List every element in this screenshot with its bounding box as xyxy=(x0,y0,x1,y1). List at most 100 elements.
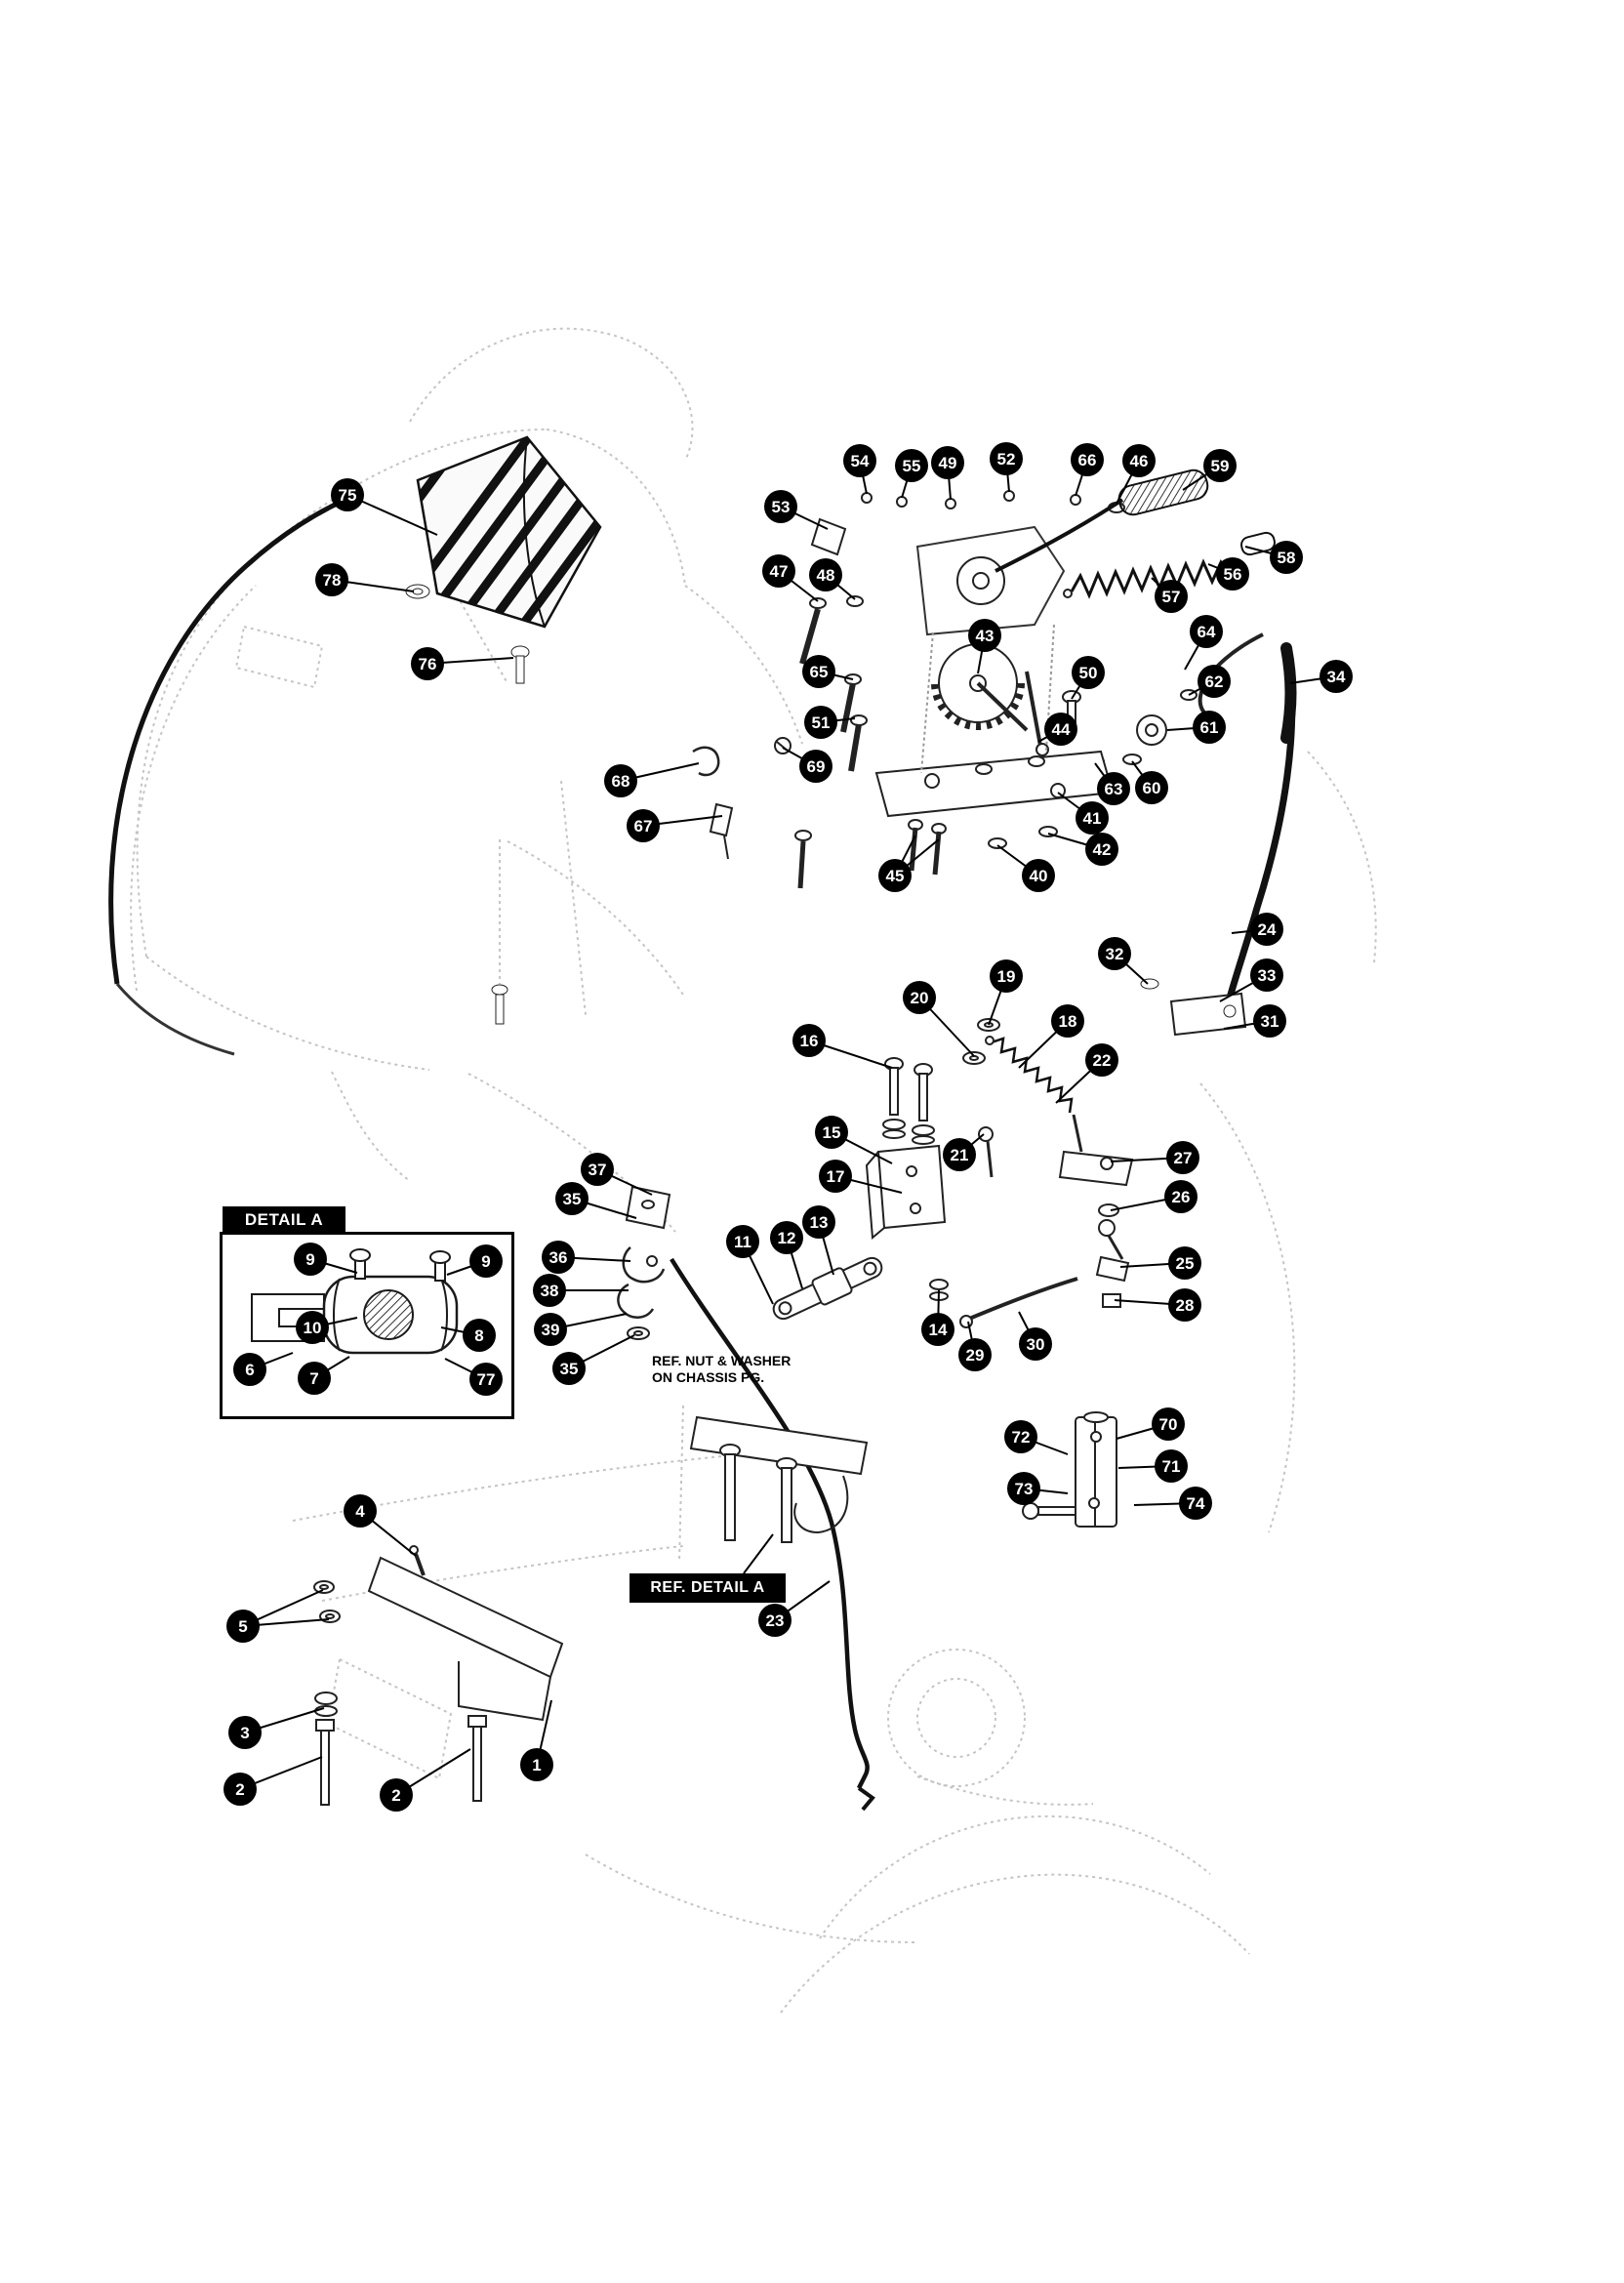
callout-8[interactable]: 8 xyxy=(463,1319,496,1352)
callout-20[interactable]: 20 xyxy=(903,981,936,1014)
left-bracket xyxy=(313,1545,564,1806)
callout-21[interactable]: 21 xyxy=(943,1138,976,1171)
callout-25[interactable]: 25 xyxy=(1168,1246,1201,1280)
callout-75[interactable]: 75 xyxy=(331,478,364,511)
callout-15[interactable]: 15 xyxy=(815,1116,848,1149)
callout-7[interactable]: 7 xyxy=(298,1362,331,1395)
callout-26[interactable]: 26 xyxy=(1164,1180,1198,1213)
callout-52[interactable]: 52 xyxy=(990,442,1023,475)
callout-60[interactable]: 60 xyxy=(1135,771,1168,804)
callout-37[interactable]: 37 xyxy=(581,1153,614,1186)
callout-50[interactable]: 50 xyxy=(1072,656,1105,689)
bolts-16 xyxy=(882,1057,935,1145)
hand-lever xyxy=(1140,642,1297,1037)
callout-39[interactable]: 39 xyxy=(534,1313,567,1346)
detail-a-label: DETAIL A xyxy=(223,1206,345,1234)
callout-30[interactable]: 30 xyxy=(1019,1327,1052,1361)
callout-43[interactable]: 43 xyxy=(968,619,1001,652)
link-rod-30 xyxy=(961,1277,1078,1324)
callout-36[interactable]: 36 xyxy=(542,1241,575,1274)
faded-chassis-art xyxy=(130,327,1377,2014)
callout-34[interactable]: 34 xyxy=(1320,660,1353,693)
callout-53[interactable]: 53 xyxy=(764,490,797,523)
callout-22[interactable]: 22 xyxy=(1085,1043,1118,1077)
callout-61[interactable]: 61 xyxy=(1193,711,1226,744)
callout-58[interactable]: 58 xyxy=(1270,541,1303,574)
ref-nut-washer-note: REF. NUT & WASHER ON CHASSIS PG. xyxy=(652,1353,791,1386)
callout-45[interactable]: 45 xyxy=(878,859,912,892)
callout-64[interactable]: 64 xyxy=(1190,615,1223,648)
callout-49[interactable]: 49 xyxy=(931,446,964,479)
callout-46[interactable]: 46 xyxy=(1122,444,1156,477)
callout-27[interactable]: 27 xyxy=(1166,1141,1199,1174)
callout-4[interactable]: 4 xyxy=(344,1494,377,1528)
callout-17[interactable]: 17 xyxy=(819,1160,852,1193)
callout-47[interactable]: 47 xyxy=(762,554,795,588)
callout-51[interactable]: 51 xyxy=(804,706,837,739)
callout-28[interactable]: 28 xyxy=(1168,1288,1201,1322)
callout-56[interactable]: 56 xyxy=(1216,557,1249,591)
callout-2[interactable]: 2 xyxy=(380,1778,413,1812)
link-rod-44 xyxy=(1025,671,1042,747)
callout-78[interactable]: 78 xyxy=(315,563,348,596)
console-hardware xyxy=(405,584,530,1025)
callout-35[interactable]: 35 xyxy=(552,1352,586,1385)
callout-12[interactable]: 12 xyxy=(770,1221,803,1254)
callout-5[interactable]: 5 xyxy=(226,1610,260,1643)
callout-3[interactable]: 3 xyxy=(228,1716,262,1749)
callout-2[interactable]: 2 xyxy=(223,1773,257,1806)
callout-74[interactable]: 74 xyxy=(1179,1487,1212,1520)
callout-23[interactable]: 23 xyxy=(758,1604,792,1637)
control-cable xyxy=(670,1257,875,1812)
callout-16[interactable]: 16 xyxy=(792,1024,826,1057)
callout-68[interactable]: 68 xyxy=(604,764,637,797)
callout-1[interactable]: 1 xyxy=(520,1748,553,1781)
choke-knob xyxy=(1240,531,1276,556)
callout-70[interactable]: 70 xyxy=(1152,1407,1185,1441)
callout-10[interactable]: 10 xyxy=(296,1311,329,1344)
callout-59[interactable]: 59 xyxy=(1203,449,1237,482)
callout-24[interactable]: 24 xyxy=(1250,913,1283,946)
callout-13[interactable]: 13 xyxy=(802,1205,835,1239)
callout-19[interactable]: 19 xyxy=(990,959,1023,993)
callout-63[interactable]: 63 xyxy=(1097,772,1130,805)
callout-67[interactable]: 67 xyxy=(627,809,660,842)
callout-69[interactable]: 69 xyxy=(799,750,832,783)
callout-54[interactable]: 54 xyxy=(843,444,876,477)
callout-44[interactable]: 44 xyxy=(1044,713,1077,746)
callout-31[interactable]: 31 xyxy=(1253,1004,1286,1038)
callout-65[interactable]: 65 xyxy=(802,655,835,688)
callout-41[interactable]: 41 xyxy=(1076,801,1109,835)
callout-77[interactable]: 77 xyxy=(469,1363,503,1396)
callout-48[interactable]: 48 xyxy=(809,558,842,591)
callout-29[interactable]: 29 xyxy=(958,1338,992,1371)
callout-73[interactable]: 73 xyxy=(1007,1472,1040,1505)
callout-66[interactable]: 66 xyxy=(1071,443,1104,476)
clip-67 xyxy=(709,802,734,837)
callout-40[interactable]: 40 xyxy=(1022,859,1055,892)
ref-note-line2: ON CHASSIS PG. xyxy=(652,1368,765,1385)
callout-55[interactable]: 55 xyxy=(895,449,928,482)
callout-18[interactable]: 18 xyxy=(1051,1004,1084,1038)
callout-14[interactable]: 14 xyxy=(921,1313,954,1346)
callout-57[interactable]: 57 xyxy=(1155,580,1188,613)
callout-32[interactable]: 32 xyxy=(1098,937,1131,970)
callout-42[interactable]: 42 xyxy=(1085,833,1118,866)
cable-clamp xyxy=(622,1246,666,1284)
carriage-bolts-45 xyxy=(794,819,947,889)
throttle-assembly xyxy=(692,469,1276,889)
throttle-lever-arm xyxy=(995,498,1124,573)
callout-9[interactable]: 9 xyxy=(294,1243,327,1276)
callout-9[interactable]: 9 xyxy=(469,1244,503,1278)
callout-62[interactable]: 62 xyxy=(1198,665,1231,698)
callout-35[interactable]: 35 xyxy=(555,1182,589,1215)
callout-6[interactable]: 6 xyxy=(233,1353,266,1386)
callout-71[interactable]: 71 xyxy=(1155,1449,1188,1483)
callout-38[interactable]: 38 xyxy=(533,1274,566,1307)
callout-76[interactable]: 76 xyxy=(411,647,444,680)
callout-33[interactable]: 33 xyxy=(1250,958,1283,992)
callout-11[interactable]: 11 xyxy=(726,1225,759,1258)
callout-72[interactable]: 72 xyxy=(1004,1420,1037,1453)
